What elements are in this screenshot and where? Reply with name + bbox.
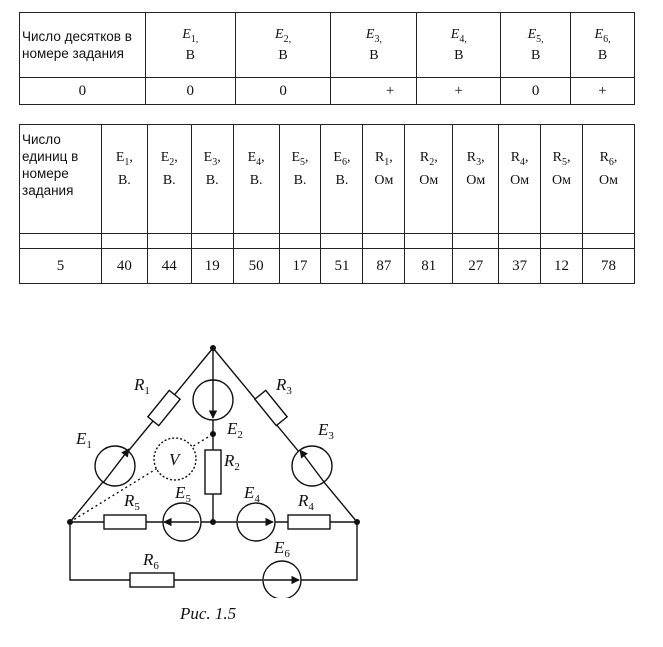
label-r5: R5: [123, 491, 140, 513]
emf-flag-6: +: [570, 77, 635, 105]
source-e4: [236, 502, 276, 542]
param-value-e2: 44: [146, 248, 192, 284]
param-value-r6: 78: [582, 248, 635, 284]
param-value-r4: 37: [498, 248, 541, 284]
param-value-e1: 40: [100, 248, 148, 284]
param-header-r6: R6,Ом: [582, 124, 635, 234]
source-e6: [262, 560, 302, 598]
emf-sources: [94, 379, 333, 598]
emf-flag-1: 0: [144, 77, 236, 105]
resistor-r5: [103, 514, 147, 530]
param-header-r3: R3,Ом: [452, 124, 499, 234]
tens-header-label: Число десятков в номере задания: [19, 12, 146, 78]
voltmeter: [69, 433, 214, 523]
units-value: 5: [19, 248, 102, 284]
param-value-e5: 17: [278, 248, 321, 284]
source-e3: [291, 445, 333, 487]
label-r4: R4: [297, 491, 314, 513]
emf-flag-5: 0: [500, 77, 571, 105]
circuit-diagram: V R1 R3 R2 R5 R4 R6 E1 E2 E3 E5 E4 E6: [67, 345, 360, 598]
resistor-r4: [287, 514, 331, 530]
source-e2: [192, 379, 234, 421]
emf-flag-2: 0: [234, 77, 331, 105]
param-header-e3: E3,В.: [190, 124, 234, 234]
label-r6: R6: [142, 550, 159, 572]
param-header-e4: E4,В.: [232, 124, 280, 234]
parameters-table: Число единиц в номере задания E1,В. E2,В…: [19, 124, 635, 284]
label-r2: R2: [223, 451, 240, 473]
param-value-r2: 81: [404, 248, 453, 284]
emf-direction-table: Число десятков в номере задания E1,В E2,…: [19, 12, 635, 105]
label-r3: R3: [275, 375, 292, 397]
param-value-r3: 27: [452, 248, 499, 284]
label-r1: R1: [133, 375, 150, 397]
param-header-r5: R5,Ом: [540, 124, 583, 234]
label-e6: E6: [273, 538, 290, 560]
param-value-e4: 50: [232, 248, 280, 284]
emf-header-3: E3,В: [330, 12, 417, 78]
emf-header-2: E2,В: [234, 12, 331, 78]
emf-header-5: E5,В: [500, 12, 571, 78]
label-e1: E1: [75, 429, 92, 451]
param-header-r4: R4,Ом: [498, 124, 541, 234]
label-v: V: [169, 450, 182, 469]
label-e2: E2: [226, 419, 243, 441]
resistor-r2: [204, 449, 222, 495]
label-e4: E4: [243, 483, 260, 505]
units-header-label: Число единиц в номере задания: [19, 124, 102, 234]
source-e1: [94, 445, 136, 487]
resistors: [103, 389, 331, 588]
param-header-r2: R2,Ом: [404, 124, 453, 234]
resistor-r6: [129, 572, 175, 588]
label-e3: E3: [317, 420, 334, 442]
tens-value: 0: [19, 77, 146, 105]
param-header-e6: E6,В.: [320, 124, 363, 234]
resistor-r1: [146, 389, 182, 427]
emf-header-1: E1,В: [144, 12, 236, 78]
source-e5: [162, 502, 202, 542]
emf-flag-4: +: [416, 77, 501, 105]
emf-flag-3: +: [330, 77, 417, 105]
param-header-e5: E5,В.: [278, 124, 321, 234]
param-header-e2: E2,В.: [146, 124, 192, 234]
param-value-r5: 12: [540, 248, 583, 284]
param-value-e6: 51: [320, 248, 363, 284]
emf-header-4: E4,В: [416, 12, 501, 78]
resistor-r3: [253, 389, 289, 427]
figure-caption: Рис. 1.5: [180, 604, 237, 623]
param-value-r1: 87: [362, 248, 405, 284]
param-header-r1: R1,Ом: [362, 124, 405, 234]
param-value-e3: 19: [190, 248, 234, 284]
label-e5: E5: [174, 483, 191, 505]
param-header-e1: E1,В.: [100, 124, 148, 234]
emf-header-6: E6,В: [570, 12, 635, 78]
